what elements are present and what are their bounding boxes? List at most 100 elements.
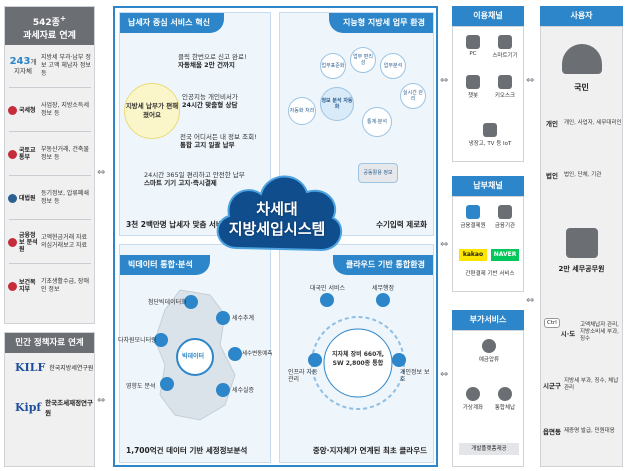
cloud-label: 세무행정	[372, 285, 395, 292]
emblem-icon	[8, 105, 17, 115]
system-title-line2: 지방세입시스템	[228, 220, 326, 238]
emblem-icon	[8, 149, 17, 159]
channel-kiosk: 키오스크	[485, 75, 525, 99]
user-type: 시·도	[560, 329, 576, 338]
org-name: 한국지방세연구원	[49, 365, 94, 372]
source-desc: 고액현금거래 자료 의심거래보고 자료	[41, 234, 88, 249]
naver-logo: NAVER	[491, 249, 519, 261]
users-header: 사용자	[540, 6, 623, 26]
kilf-logo: KILF	[15, 361, 46, 374]
analysis-icon	[216, 311, 230, 325]
source-desc: 사업장, 지방소득세정보 등	[41, 102, 89, 117]
system-title: 차세대 지방세입시스템	[207, 198, 347, 258]
monitor-icon	[466, 35, 480, 49]
workflow-bubble: 실시간 관리	[400, 83, 426, 109]
bank-icon	[498, 205, 512, 219]
org-kilf: KILF 한국지방세연구원	[15, 361, 93, 374]
analysis-icon	[228, 347, 242, 361]
source-desc: 부동산거래, 건축물 정보 등	[41, 146, 89, 161]
cloud-shape	[216, 175, 343, 252]
users-panel: 사용자 국민 개인 개인, 사업자, 세무대리인 법인 법인, 단체, 기관 2…	[540, 6, 623, 467]
civil-servant-label: 2만 세무공무원	[558, 265, 605, 273]
bigdata-label: 세수추계	[232, 315, 255, 322]
account-icon	[466, 387, 480, 401]
source-row-local-gov: 243개 지자체 지방세 부과·납부 정보 고액 체납자 정보 등	[5, 45, 94, 87]
double-arrow-icon: ⇔	[440, 239, 449, 250]
channel-pc: PC	[453, 35, 493, 57]
analysis-icon	[160, 377, 174, 391]
analysis-icon	[154, 333, 168, 347]
source-logo: 대법원	[5, 193, 41, 203]
quadrant-header: 납세자 중심 서비스 혁신	[120, 13, 224, 33]
chatbot-icon	[466, 75, 480, 89]
double-arrow-icon: ⇔	[440, 75, 449, 86]
workflow-bubble: 업무 편리성	[350, 47, 376, 73]
workflow-bubble: 업무표준화	[320, 53, 346, 79]
source-row-mohw: 보건복지부 기초생활수급, 장애인 정보	[5, 265, 94, 307]
usage-channel-header: 이용채널	[452, 6, 524, 26]
service-arrears: 통합체납	[485, 387, 525, 411]
user-row-corporate: 법인 법인, 단체, 기관	[540, 170, 623, 181]
extra-service-box: 예금압류 가상계좌 통합체납 개발플랫폼제공	[452, 330, 524, 467]
seizure-icon	[482, 339, 496, 353]
channel-iot: 냉장고, TV 등 IoT	[459, 123, 521, 147]
easy-payment-badge: 지방세 납부가 편해졌어요	[124, 83, 180, 139]
tax-data-count: 542종	[32, 18, 60, 28]
bigdata-label: 영향도 분석	[126, 383, 156, 390]
kftc-icon	[466, 205, 480, 219]
workflow-bubble: 업무분석	[380, 53, 406, 79]
double-arrow-icon: ⇔	[526, 75, 535, 86]
source-logo: 국세청	[5, 105, 41, 115]
emblem-icon	[8, 237, 17, 247]
bigdata-hub-label: 빅데이터	[182, 353, 205, 360]
shared-info-box: 공동활용 정보	[358, 163, 398, 183]
analysis-icon	[216, 383, 230, 397]
user-desc: 법인, 단체, 기관	[564, 171, 602, 178]
citizens-icon	[562, 44, 602, 74]
user-type: 시군구	[543, 382, 561, 390]
org-kipf: Kipf 한국조세재정연구원	[15, 397, 94, 417]
quadrant-header: 클라우드 기반 통합환경	[333, 255, 433, 275]
channel-smart-device: 스마트기기	[485, 35, 525, 59]
double-arrow-icon: ⇔	[440, 369, 449, 380]
cloud-label: 인프라 자동관리	[288, 369, 318, 383]
double-arrow-icon: ⇔	[97, 167, 106, 178]
source-logo: 보건복지부	[5, 279, 41, 293]
workflow-bubble: 정보 분석 자동화	[320, 87, 354, 121]
source-desc: 등기정보, 압류폐쇄정보 등	[41, 190, 89, 205]
bigdata-quadrant: 빅데이터 통합·분석 빅데이터 첨단빅데이터화 세수추계 다차원모니터링 세수변…	[118, 244, 272, 463]
quadrant-footer: 1,700억건 데이터 기반 세정정보분석	[126, 446, 248, 455]
user-row-individual: 개인 개인, 사업자, 세무대리인	[540, 118, 623, 129]
private-data-header: 민간 정책자료 연계	[5, 333, 94, 353]
citizens-label: 국민	[574, 83, 589, 92]
kipf-logo: Kipf	[15, 400, 42, 414]
usage-channel-box: PC 스마트기기 챗봇 키오스크 냉장고, TV 등 IoT	[452, 26, 524, 162]
system-frame: 납세자 중심 서비스 혁신 지방세 납부가 편해졌어요 클릭 한번으로 신고 완…	[113, 6, 438, 467]
source-row-kofiu: 금융정보 분석원 고액현금거래 자료 의심거래보고 자료	[5, 221, 94, 263]
integration-stat: 지자체 장비 660개, SW 2,800종 통합	[331, 351, 385, 367]
user-desc: 개인, 사업자, 세무대리인	[564, 119, 622, 126]
cloud-label: 대국민 서비스	[310, 285, 346, 292]
service-icon	[320, 293, 334, 307]
civil-servant-icon	[566, 228, 598, 258]
source-desc: 기초생활수급, 장애인 정보	[41, 278, 89, 293]
quadrant-header: 빅데이터 통합·분석	[120, 255, 210, 275]
easy-pay-label: 간편결제 기반 서비스	[465, 271, 515, 277]
user-type: 개인	[546, 120, 558, 128]
bigdata-label: 첨단빅데이터화	[148, 299, 187, 306]
privacy-icon	[392, 353, 406, 367]
kiosk-icon	[498, 75, 512, 89]
user-type: 법인	[546, 172, 558, 180]
taxpayer-service-quadrant: 납세자 중심 서비스 혁신 지방세 납부가 편해졌어요 클릭 한번으로 신고 완…	[119, 12, 271, 236]
service-item: 클릭 한번으로 신고 완료!자동채움 2만 건까지	[178, 53, 247, 69]
private-data-panel: 민간 정책자료 연계 KILF 한국지방세연구원 Kipf 한국조세재정연구원	[4, 332, 95, 467]
user-row-city: 시군구 지방세 부과, 징수, 체납 관리	[540, 378, 623, 392]
smartphone-icon	[498, 35, 512, 49]
dev-platform-label: 개발플랫폼제공	[459, 443, 519, 455]
user-type: 읍면동	[543, 428, 561, 436]
iot-icon	[483, 123, 497, 137]
bigdata-label: 세수실증	[232, 387, 255, 394]
extra-service-header: 부가서비스	[452, 310, 524, 330]
payment-channel-box: 금융결제원 금융기관 kakao NAVER 간편결제 기반 서비스	[452, 196, 524, 292]
